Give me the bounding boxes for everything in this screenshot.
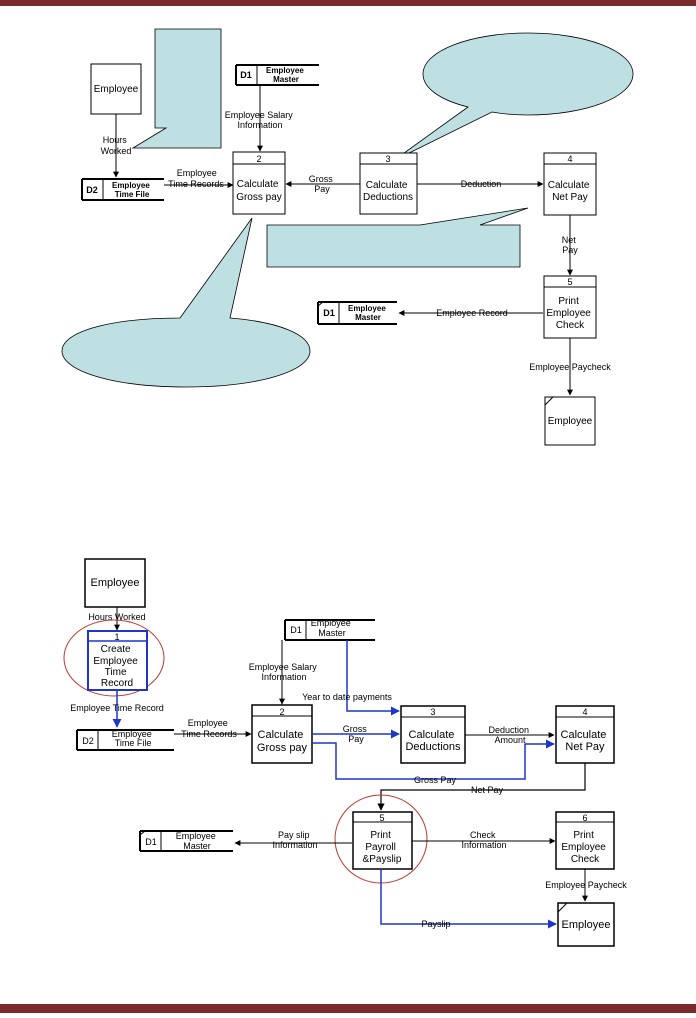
svg-text:Employee: Employee — [562, 919, 611, 931]
svg-text:Employee Time File: Employee Time File — [112, 181, 152, 199]
svg-text:2: 2 — [256, 154, 261, 164]
svg-text:5: 5 — [567, 277, 572, 287]
process-3-top: 3 Calculate Deductions — [359, 152, 418, 215]
process-6-bottom: 6 Print Employee Check — [555, 811, 615, 870]
svg-text:Employee: Employee — [548, 416, 593, 427]
process-5-top: 5 Print Employee Check — [543, 275, 597, 339]
employee-entity-bottom-2: Employee — [557, 902, 615, 947]
employee-entity-bottom-label: Employee — [91, 577, 140, 589]
pay-slip-info-label: Pay slip Information — [272, 830, 317, 850]
net-pay-label-top: Net Pay — [562, 235, 579, 255]
svg-text:D2: D2 — [82, 736, 94, 746]
datastore-d1-bottom-second: D1 Employee Master — [139, 830, 233, 852]
svg-text:D2: D2 — [86, 185, 98, 195]
salary-info-label: Employee Salary Information — [225, 110, 296, 130]
svg-text:3: 3 — [385, 154, 390, 164]
datastore-d2-bottom: D2 Employee Time File — [76, 729, 174, 751]
top-page-bar — [0, 0, 696, 6]
deduction-label: Deduction — [461, 179, 502, 189]
bottom-page-bar — [0, 1004, 696, 1013]
svg-text:Employee Master: Employee Master — [176, 831, 219, 851]
process-4-bottom: 4 Calculate Net Pay — [555, 705, 615, 764]
datastore-d1-top-second: D1 Employee Master — [317, 301, 397, 325]
employee-record-label: Employee Record — [436, 308, 508, 318]
svg-text:D1: D1 — [240, 70, 252, 80]
svg-text:4: 4 — [582, 707, 587, 717]
datastore-d2-top: D2 Employee Time File — [81, 178, 164, 201]
process-5-bottom: 5 Print Payroll &Payslip — [352, 811, 413, 870]
deduction-amount-label: Deduction Amount — [488, 725, 531, 745]
datastore-d1-top: D1 Employee Master — [235, 64, 319, 86]
process-4-top: 4 Calculate Net Pay — [543, 152, 597, 216]
hours-worked-label-bottom: Hours Worked — [88, 612, 145, 622]
check-info-label: Check Information — [461, 830, 506, 850]
svg-text:Print Employee Che: Print Employee Check — [546, 296, 593, 331]
gross-pay-label-top: Gross Pay — [309, 174, 336, 194]
employee-paycheck-label-top: Employee Paycheck — [529, 362, 611, 372]
svg-text:4: 4 — [567, 154, 572, 164]
svg-text:Employee Master: Employee Master — [266, 66, 306, 84]
svg-text:3: 3 — [430, 707, 435, 717]
svg-text:Calculate Gross pay: Calculate Gross pay — [257, 729, 308, 754]
svg-text:D1: D1 — [323, 308, 335, 318]
svg-text:Employee Master: Employee Master — [311, 618, 354, 638]
svg-text:Calculate Net Pay: Calculate Net Pay — [561, 729, 610, 753]
employee-entity-top-label: Employee — [94, 84, 139, 95]
datastore-d1-bottom: D1 Employee Master — [284, 618, 375, 641]
gross-pay-long-label: Gross Pay — [414, 775, 457, 785]
process-3-bottom: 3 Calculate Deductions — [400, 705, 466, 764]
callout-rect-mid — [266, 207, 529, 268]
callout-oval-bottom-left — [61, 217, 311, 388]
process-2-top: 2 Calculate Gross pay — [232, 151, 286, 215]
svg-text:Calculate Deductions: Calculate Deductions — [405, 729, 461, 753]
svg-text:D1: D1 — [145, 837, 157, 847]
gross-pay-label-bottom: Gross Pay — [343, 724, 370, 744]
employee-entity-top-2: Employee — [544, 396, 596, 446]
svg-text:6: 6 — [582, 813, 587, 823]
ytd-payments-label: Year to date payments — [302, 692, 392, 702]
svg-text:Create Employee Ti: Create Employee Time Record — [93, 644, 140, 689]
svg-text:Print Payroll &Pay: Print Payroll &Payslip — [363, 830, 402, 865]
process-1-bottom: 1 Create Employee Time Record — [87, 630, 148, 691]
svg-text:2: 2 — [279, 707, 284, 717]
svg-text:Employee Master: Employee Master — [348, 304, 388, 322]
callout-rect-left — [131, 28, 222, 149]
process-2-bottom: 2 Calculate Gross pay — [251, 704, 313, 764]
svg-text:Calculate Deductions: Calculate Deductions — [363, 180, 413, 203]
net-pay-label-bottom: Net Pay — [471, 785, 504, 795]
svg-text:D1: D1 — [290, 625, 302, 635]
svg-text:Employee Time File: Employee Time File — [112, 729, 155, 748]
time-records-label: Employee Time Records — [168, 168, 224, 189]
employee-entity-top — [90, 63, 142, 115]
svg-text:5: 5 — [379, 813, 384, 823]
svg-text:1: 1 — [114, 632, 119, 642]
callout-oval-top-right — [392, 32, 634, 162]
svg-text:Calculate Net Pay: Calculate Net Pay — [548, 180, 592, 203]
svg-text:Calculate Gross pay: Calculate Gross pay — [236, 179, 282, 203]
payslip-label: Payslip — [421, 919, 450, 929]
salary-info-label-bottom: Employee Salary Information — [249, 662, 320, 682]
employee-time-record-label: Employee Time Record — [70, 703, 164, 713]
time-records-label-bottom: Employee Time Records — [181, 718, 237, 739]
svg-text:Print Employee Che: Print Employee Check — [561, 830, 608, 865]
hours-worked-label: Hours Worked — [101, 135, 132, 156]
employee-entity-bottom — [84, 558, 146, 608]
employee-paycheck-label-bottom: Employee Paycheck — [545, 880, 627, 890]
highlight-circle-process-1 — [63, 619, 165, 697]
